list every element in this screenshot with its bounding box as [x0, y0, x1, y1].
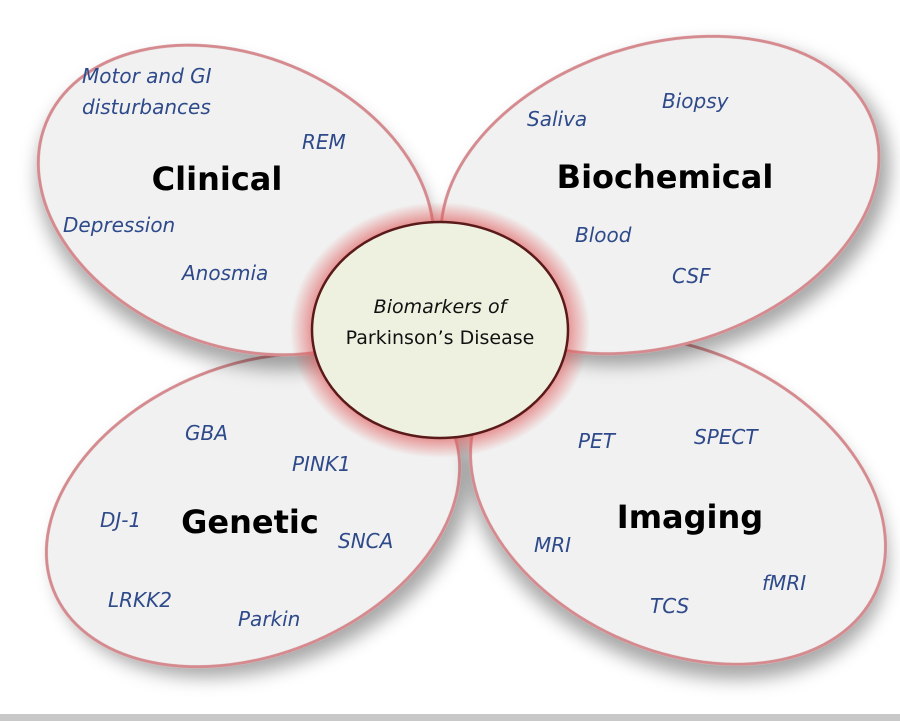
- center-title-line2: Parkinson’s Disease: [346, 327, 535, 349]
- imaging-item: TCS: [650, 594, 690, 618]
- imaging-item: MRI: [534, 533, 571, 557]
- biochemical-item: Blood: [575, 223, 632, 247]
- biochemical-item: Biopsy: [662, 89, 730, 113]
- center-title-line1: Biomarkers of: [374, 296, 510, 318]
- genetic-title: Genetic: [181, 503, 319, 541]
- biochemical-title: Biochemical: [557, 158, 774, 196]
- genetic-item: PINK1: [292, 452, 351, 476]
- clinical-title: Clinical: [152, 160, 283, 198]
- genetic-item: LRKK2: [108, 588, 172, 612]
- imaging-item: fMRI: [762, 571, 806, 595]
- clinical-item: REM: [302, 130, 346, 154]
- clinical-item: disturbances: [82, 95, 211, 119]
- genetic-item: Parkin: [238, 607, 300, 631]
- center-circle: Biomarkers of Parkinson’s Disease: [290, 202, 590, 458]
- biochemical-item: Saliva: [527, 107, 587, 131]
- bottom-bar: [0, 714, 900, 721]
- imaging-item: SPECT: [694, 425, 759, 449]
- imaging-title: Imaging: [617, 498, 763, 536]
- genetic-item: SNCA: [338, 529, 393, 553]
- imaging-item: PET: [578, 429, 617, 453]
- genetic-item: GBA: [185, 421, 228, 445]
- clinical-item: Motor and GI: [82, 64, 212, 88]
- clinical-item: Depression: [63, 213, 175, 237]
- biochemical-item: CSF: [672, 264, 711, 288]
- genetic-item: DJ-1: [100, 508, 141, 532]
- clinical-item: Anosmia: [180, 261, 268, 285]
